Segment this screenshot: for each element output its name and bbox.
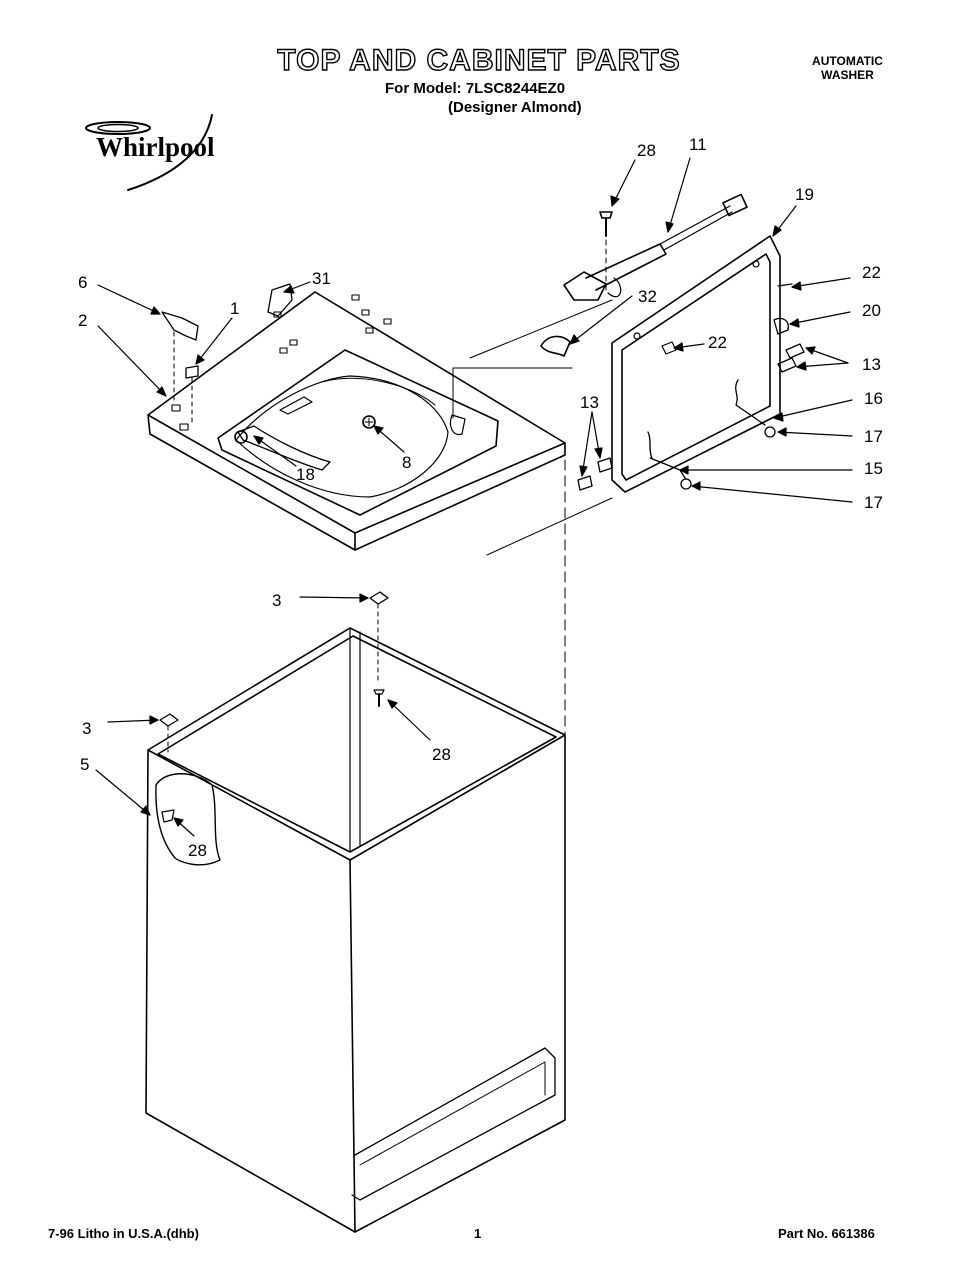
lid-switch-assembly (452, 193, 748, 419)
product-type-line2: WASHER (821, 68, 874, 82)
brand-name: Whirlpool (96, 132, 215, 162)
callout-20: 20 (862, 301, 881, 320)
callout-13-left: 13 (580, 393, 599, 412)
callout-18: 18 (296, 465, 315, 484)
callout-5: 5 (80, 755, 89, 774)
callout-15: 15 (864, 459, 883, 478)
part-number: Part No. 661386 (778, 1226, 875, 1241)
brand-logo-icon (85, 114, 213, 191)
lid-frame (469, 235, 805, 556)
callout-28-lower: 28 (188, 841, 207, 860)
callout-17-upper: 17 (864, 427, 883, 446)
callout-11: 11 (689, 135, 707, 154)
callout-32: 32 (638, 287, 657, 306)
callout-28-mid: 28 (432, 745, 451, 764)
print-info: 7-96 Litho in U.S.A.(dhb) (48, 1226, 199, 1241)
product-type-line1: AUTOMATIC (812, 54, 883, 68)
callout-3-lower: 3 (82, 719, 91, 738)
model-number: For Model: 7LSC8244EZ0 (385, 80, 566, 97)
callout-3-upper: 3 (272, 591, 281, 610)
product-type: AUTOMATIC WASHER (790, 54, 905, 82)
callout-22-right: 22 (862, 263, 881, 282)
callout-31: 31 (312, 269, 331, 288)
callout-2: 2 (78, 311, 87, 330)
callout-6: 6 (78, 273, 87, 292)
callout-16: 16 (864, 389, 883, 408)
callout-13-right: 13 (862, 355, 881, 374)
callout-17-lower: 17 (864, 493, 883, 512)
top-clips (161, 283, 293, 423)
callout-leaders (95, 157, 853, 837)
callout-28-top: 28 (637, 141, 656, 160)
model-color: (Designer Almond) (448, 99, 582, 116)
callout-1: 1 (230, 299, 239, 318)
washer-top-panel (147, 291, 566, 551)
callout-labels: 28 11 19 22 20 13 22 32 31 6 1 2 8 18 16… (78, 135, 883, 860)
callout-19: 19 (795, 185, 814, 204)
callout-8: 8 (402, 453, 411, 472)
page-title: TOP AND CABINET PARTS (277, 43, 681, 77)
callout-22-inner: 22 (708, 333, 727, 352)
page-number: 1 (474, 1226, 482, 1241)
washer-cabinet (145, 459, 566, 1233)
